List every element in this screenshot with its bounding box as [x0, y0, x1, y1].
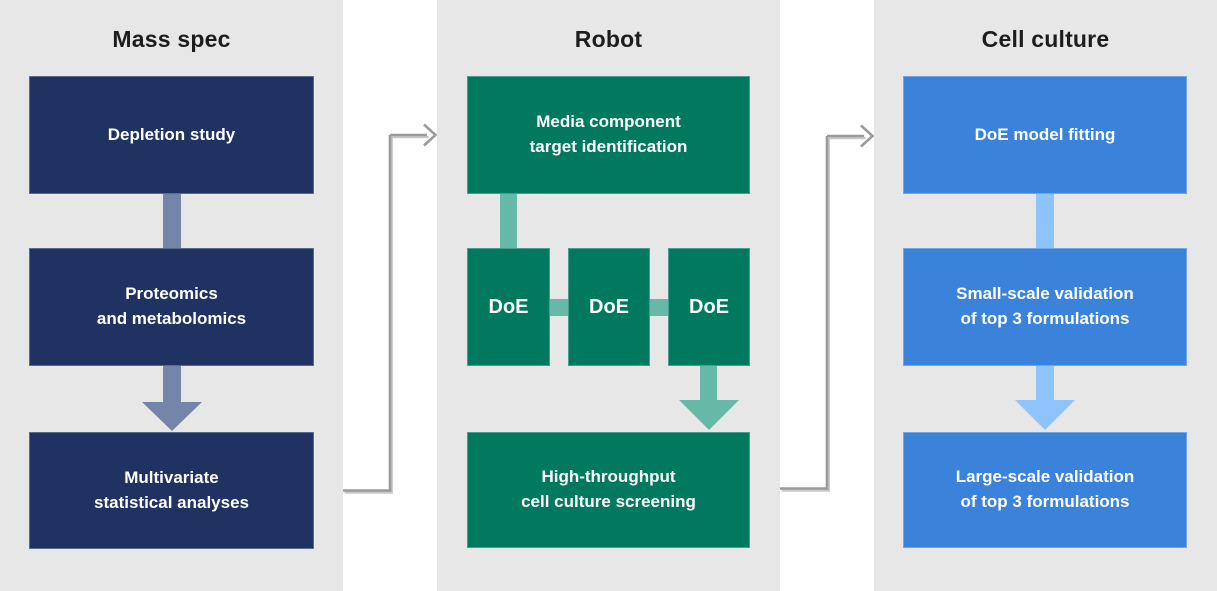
connector-doe2-to-doe3	[650, 299, 668, 316]
flow-line	[780, 134, 864, 490]
connector-doe1-to-doe2	[550, 299, 568, 316]
arrowhead-small-to-large	[1015, 400, 1075, 430]
box-multivariate-analyses: Multivariate statistical analyses	[29, 432, 314, 549]
connector-depletion-to-proteomics	[163, 194, 181, 248]
arrowhead-proteomics-to-multivariate	[142, 402, 202, 431]
connector-media-to-doe1	[500, 194, 517, 248]
flow-line	[343, 133, 427, 492]
box-doe-model-fitting: DoE model fitting	[903, 76, 1187, 194]
box-large-scale-validation: Large-scale validation of top 3 formulat…	[903, 432, 1187, 548]
box-depletion-study: Depletion study	[29, 76, 314, 194]
arrow-shaft-proteomics-to-multivariate	[163, 366, 181, 402]
column-title-mass-spec: Mass spec	[112, 26, 231, 52]
box-doe-2: DoE	[568, 248, 650, 366]
connector-fitting-to-small-scale	[1036, 194, 1054, 248]
arrowhead-icon	[860, 124, 875, 148]
box-doe-3: DoE	[668, 248, 750, 366]
box-high-throughput-screening: High-throughput cell culture screening	[467, 432, 750, 548]
flow-line-shadow	[781, 136, 866, 492]
flow-arrow-mass-spec-to-robot	[343, 123, 438, 494]
arrow-shaft-small-to-large	[1036, 366, 1054, 400]
arrow-shaft-doe3-to-screening	[700, 366, 717, 400]
arrowhead-doe3-to-screening	[679, 400, 739, 430]
box-media-component-target: Media component target identification	[467, 76, 750, 194]
column-title-cell-culture: Cell culture	[981, 26, 1110, 52]
arrowhead-icon	[423, 123, 438, 147]
box-small-scale-validation: Small-scale validation of top 3 formulat…	[903, 248, 1187, 366]
box-doe-1: DoE	[467, 248, 550, 366]
column-title-robot: Robot	[574, 26, 643, 52]
flow-arrow-robot-to-cell-culture	[780, 124, 875, 492]
box-proteomics-metabolomics: Proteomics and metabolomics	[29, 248, 314, 366]
flow-line-shadow	[344, 135, 429, 494]
